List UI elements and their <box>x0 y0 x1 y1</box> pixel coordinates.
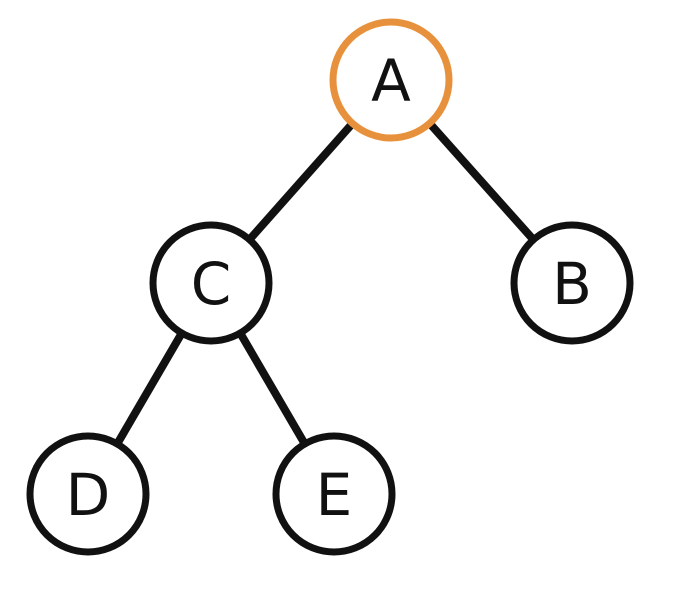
node-circle-c[interactable] <box>149 221 273 345</box>
edges-layer <box>112 119 538 448</box>
tree-node-b[interactable]: B <box>510 221 634 345</box>
node-circle-a-highlighted[interactable] <box>329 18 453 142</box>
tree-node-d[interactable]: D <box>26 432 150 556</box>
node-circle-d[interactable] <box>26 432 150 556</box>
edge-c-d <box>112 329 187 448</box>
node-label-a: A <box>371 47 411 115</box>
tree-node-c[interactable]: C <box>149 221 273 345</box>
nodes-layer: A C B D E <box>26 18 634 556</box>
node-label-e: E <box>316 461 353 529</box>
tree-node-a[interactable]: A <box>329 18 453 142</box>
edge-a-c <box>245 119 357 244</box>
edge-a-b <box>425 119 538 244</box>
node-label-b: B <box>552 250 592 318</box>
tree-node-e[interactable]: E <box>272 432 396 556</box>
node-label-d: D <box>66 461 111 529</box>
node-label-c: C <box>191 250 232 318</box>
edge-c-e <box>235 329 310 448</box>
node-circle-b[interactable] <box>510 221 634 345</box>
node-circle-e[interactable] <box>272 432 396 556</box>
